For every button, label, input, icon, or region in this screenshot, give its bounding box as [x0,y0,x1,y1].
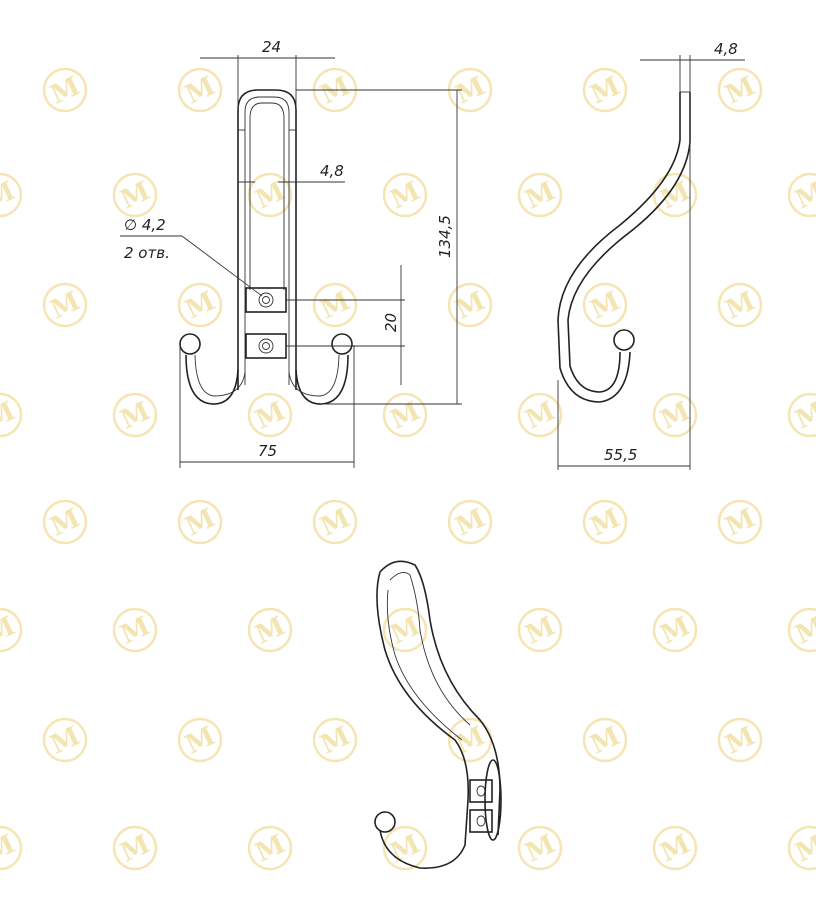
persp-side-ear [484,759,502,841]
persp-screw-hole-icon [476,785,486,797]
watermark-logo-icon [177,282,223,328]
watermark-logo-icon [717,282,763,328]
left-hook-ball [179,333,201,355]
watermark-logo-icon [447,499,493,545]
watermark-logo-icon [582,499,628,545]
watermark-logo-icon [247,607,293,653]
watermark-logo-icon [42,717,88,763]
watermark-logo-icon [247,825,293,871]
watermark-logo-icon [717,499,763,545]
side-hook-ball [613,329,635,351]
watermark-logo-icon [0,825,23,871]
left-hook-arm [185,354,239,405]
dim-hole-spacing: 20 [382,313,400,332]
watermark-logo-icon [382,392,428,438]
watermark-logo-icon [787,825,816,871]
screw-hole-inner [262,296,270,304]
hook-inner-line [244,96,290,385]
watermark-logo-icon [652,607,698,653]
watermark-logo-icon [582,282,628,328]
watermark-logo-icon [0,607,23,653]
screw-hole-inner [262,342,270,350]
persp-mount-plate [469,779,493,803]
watermark-logo-icon [717,67,763,113]
watermark-logo-icon [717,717,763,763]
watermark-logo-icon [247,172,293,218]
watermark-logo-icon [517,825,563,871]
dim-slot-width: 4,8 [320,162,344,180]
watermark-logo-icon [177,717,223,763]
watermark-logo-icon [112,172,158,218]
dim-height: 134,5 [436,215,454,258]
side-hook-outline-inner [567,92,691,393]
watermark-logo-icon [582,67,628,113]
hole-diameter-label: ∅ 4,2 [124,216,166,234]
watermark-logo-icon [787,392,816,438]
watermark-logo-icon [0,392,23,438]
left-hook-inner [194,354,246,397]
right-hook-arm [295,354,349,405]
watermark-logo-icon [177,67,223,113]
watermark-logo-icon [652,172,698,218]
watermark-logo-icon [247,392,293,438]
persp-mount-plate [469,809,493,833]
hole-count-label: 2 отв. [124,244,170,262]
screw-hole-icon [258,292,274,308]
watermark-logo-icon [42,67,88,113]
watermark-logo-icon [112,392,158,438]
persp-outer-left [376,571,470,869]
watermark-logo-icon [517,607,563,653]
persp-hook-ball [374,811,396,833]
watermark-logo-icon [112,825,158,871]
watermark-logo-icon [382,172,428,218]
watermark-logo-icon [517,392,563,438]
watermark-logo-icon [447,282,493,328]
watermark-logo-icon [582,717,628,763]
watermark-logo-icon [517,172,563,218]
watermark-logo-icon [382,607,428,653]
right-hook-inner [288,354,340,397]
watermark-logo-icon [312,499,358,545]
dim-depth: 55,5 [604,446,637,464]
watermark-logo-icon [42,282,88,328]
watermark-logo-icon [787,607,816,653]
watermark-logo-icon [787,172,816,218]
watermark-logo-icon [652,392,698,438]
watermark-logo-icon [177,499,223,545]
dim-top-width: 24 [262,38,281,56]
side-hook-outline-outer [557,92,681,403]
slot-outline [249,102,285,290]
screw-hole-icon [258,338,274,354]
dim-thickness: 4,8 [714,40,738,58]
persp-outer-right [379,560,501,836]
persp-inner-line [389,571,471,726]
right-hook-ball [331,333,353,355]
perspective-view [374,560,502,869]
watermark-logo-icon [312,282,358,328]
watermark-logo-icon [652,825,698,871]
mount-plate-bottom [245,333,287,359]
persp-screw-hole-icon [476,815,486,827]
watermark-logo-icon [42,499,88,545]
watermark-logo-icon [0,172,23,218]
mount-plate-top [245,287,287,313]
persp-inner-line [386,589,463,741]
watermark-logo-icon [112,607,158,653]
hook-outer-outline [237,89,297,390]
watermark-logo-icon [382,825,428,871]
dim-total-width: 75 [258,442,277,460]
front-view: 24 4,8 ∅ 4,2 2 отв. 134,5 20 75 [120,38,462,468]
watermark-logo-icon [312,717,358,763]
side-view: 4,8 55,5 [557,40,745,470]
